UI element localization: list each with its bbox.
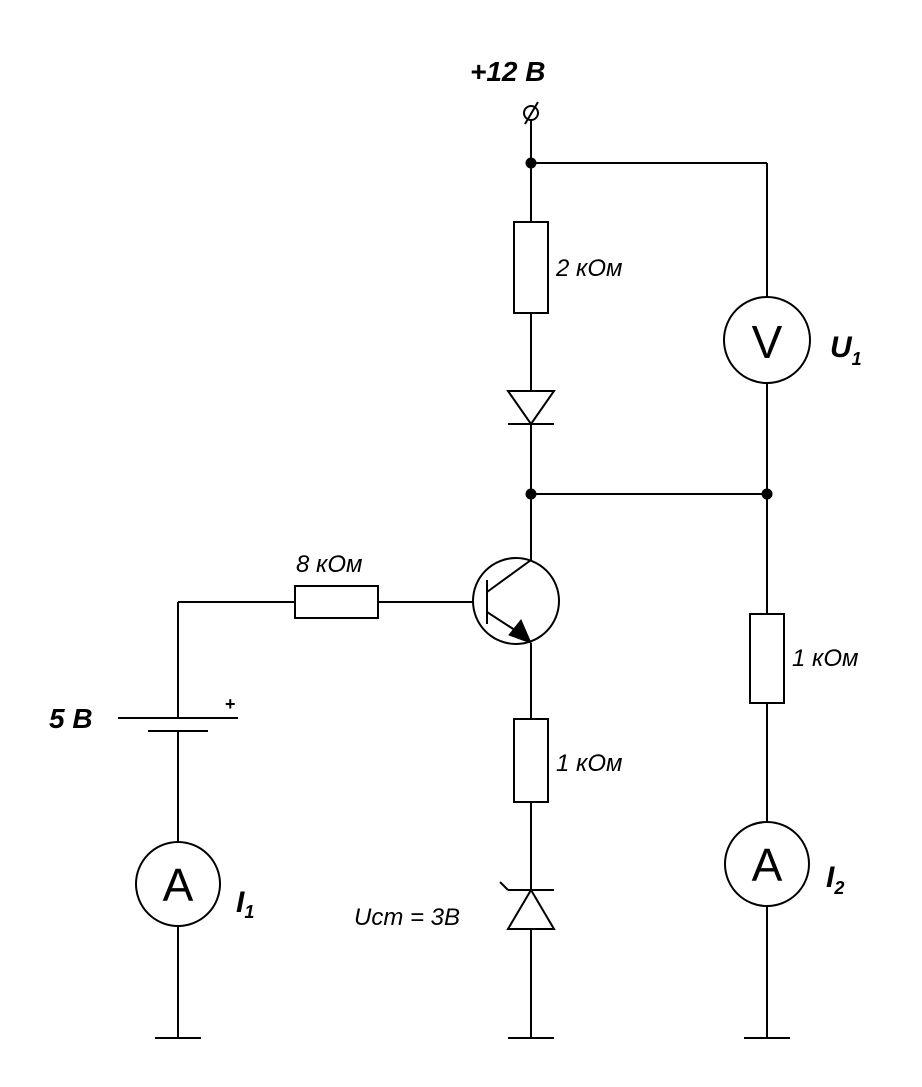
diode xyxy=(506,390,556,426)
ammeter-right: A xyxy=(724,821,810,907)
resistor-emitter-1k xyxy=(513,718,549,803)
supply-terminal xyxy=(523,101,539,125)
junction-dots xyxy=(525,157,773,500)
ammeter-right-label: I2 xyxy=(826,861,844,898)
voltmeter-label: U1 xyxy=(830,331,862,369)
resistor-emitter-1k-label: 1 кОм xyxy=(556,750,622,777)
ammeter-right-symbol: A xyxy=(752,839,783,891)
wires xyxy=(177,120,768,1038)
zener-label: Uст = 3В xyxy=(354,904,460,931)
battery-label: 5 В xyxy=(49,703,93,734)
npn-transistor xyxy=(472,557,560,645)
battery-plus-sign: + xyxy=(225,694,236,714)
ammeter-left-symbol: A xyxy=(163,859,194,911)
battery xyxy=(118,717,238,732)
resistor-2k-label: 2 кОм xyxy=(555,255,622,282)
supply-label: +12 В xyxy=(470,56,546,87)
resistor-right-1k xyxy=(749,613,785,704)
resistor-8k-label: 8 кОм xyxy=(296,551,362,578)
voltmeter: V xyxy=(723,296,811,384)
ammeter-left: A xyxy=(135,841,221,927)
resistor-right-1k-label: 1 кОм xyxy=(792,645,858,672)
ammeter-left-label: I1 xyxy=(236,886,254,922)
zener-diode xyxy=(499,881,556,930)
voltmeter-symbol: V xyxy=(752,316,783,368)
resistor-8k xyxy=(294,585,379,619)
resistor-2k xyxy=(513,221,549,314)
